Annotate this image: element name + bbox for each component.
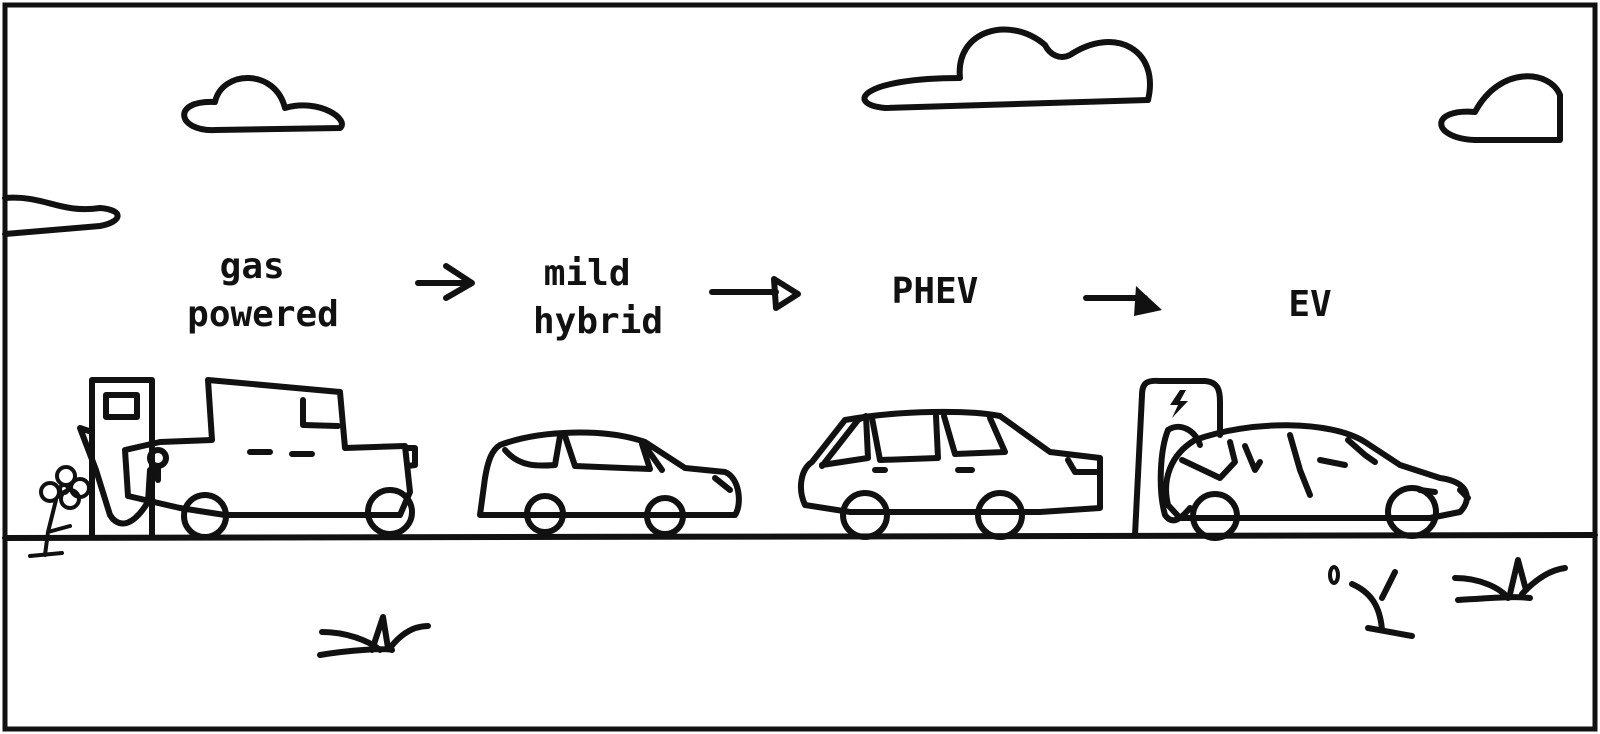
cloud-icon — [1438, 73, 1563, 143]
stage-label-gas: gas powered — [187, 246, 339, 335]
cloud-icon — [181, 75, 345, 134]
stage-label-line: hybrid — [533, 301, 663, 342]
phev-car-icon — [797, 408, 1103, 540]
arrow-right-icon — [415, 263, 475, 301]
stage-label-line: mild — [544, 253, 631, 294]
sprout-icon — [1328, 565, 1415, 639]
cloud-icon — [2, 194, 121, 237]
ev-car-icon — [1163, 422, 1471, 541]
gas-truck-icon — [122, 377, 418, 540]
cloud-icon — [861, 26, 1153, 111]
mild-hybrid-car-icon — [477, 429, 742, 537]
stage-label-line: gas — [220, 246, 285, 287]
flower-icon — [28, 465, 91, 558]
arrow-right-icon — [1083, 286, 1162, 316]
stage-label-phev: PHEV — [892, 271, 979, 312]
ground-line — [2, 532, 1598, 541]
grass-tuft-icon — [1452, 557, 1568, 603]
stage-label-line: powered — [187, 294, 339, 335]
stage-label-mild: mild hybrid — [533, 253, 663, 342]
grass-tuft-icon — [317, 614, 431, 658]
arrow-right-icon — [709, 276, 801, 311]
stage-label-ev: EV — [1288, 284, 1331, 325]
